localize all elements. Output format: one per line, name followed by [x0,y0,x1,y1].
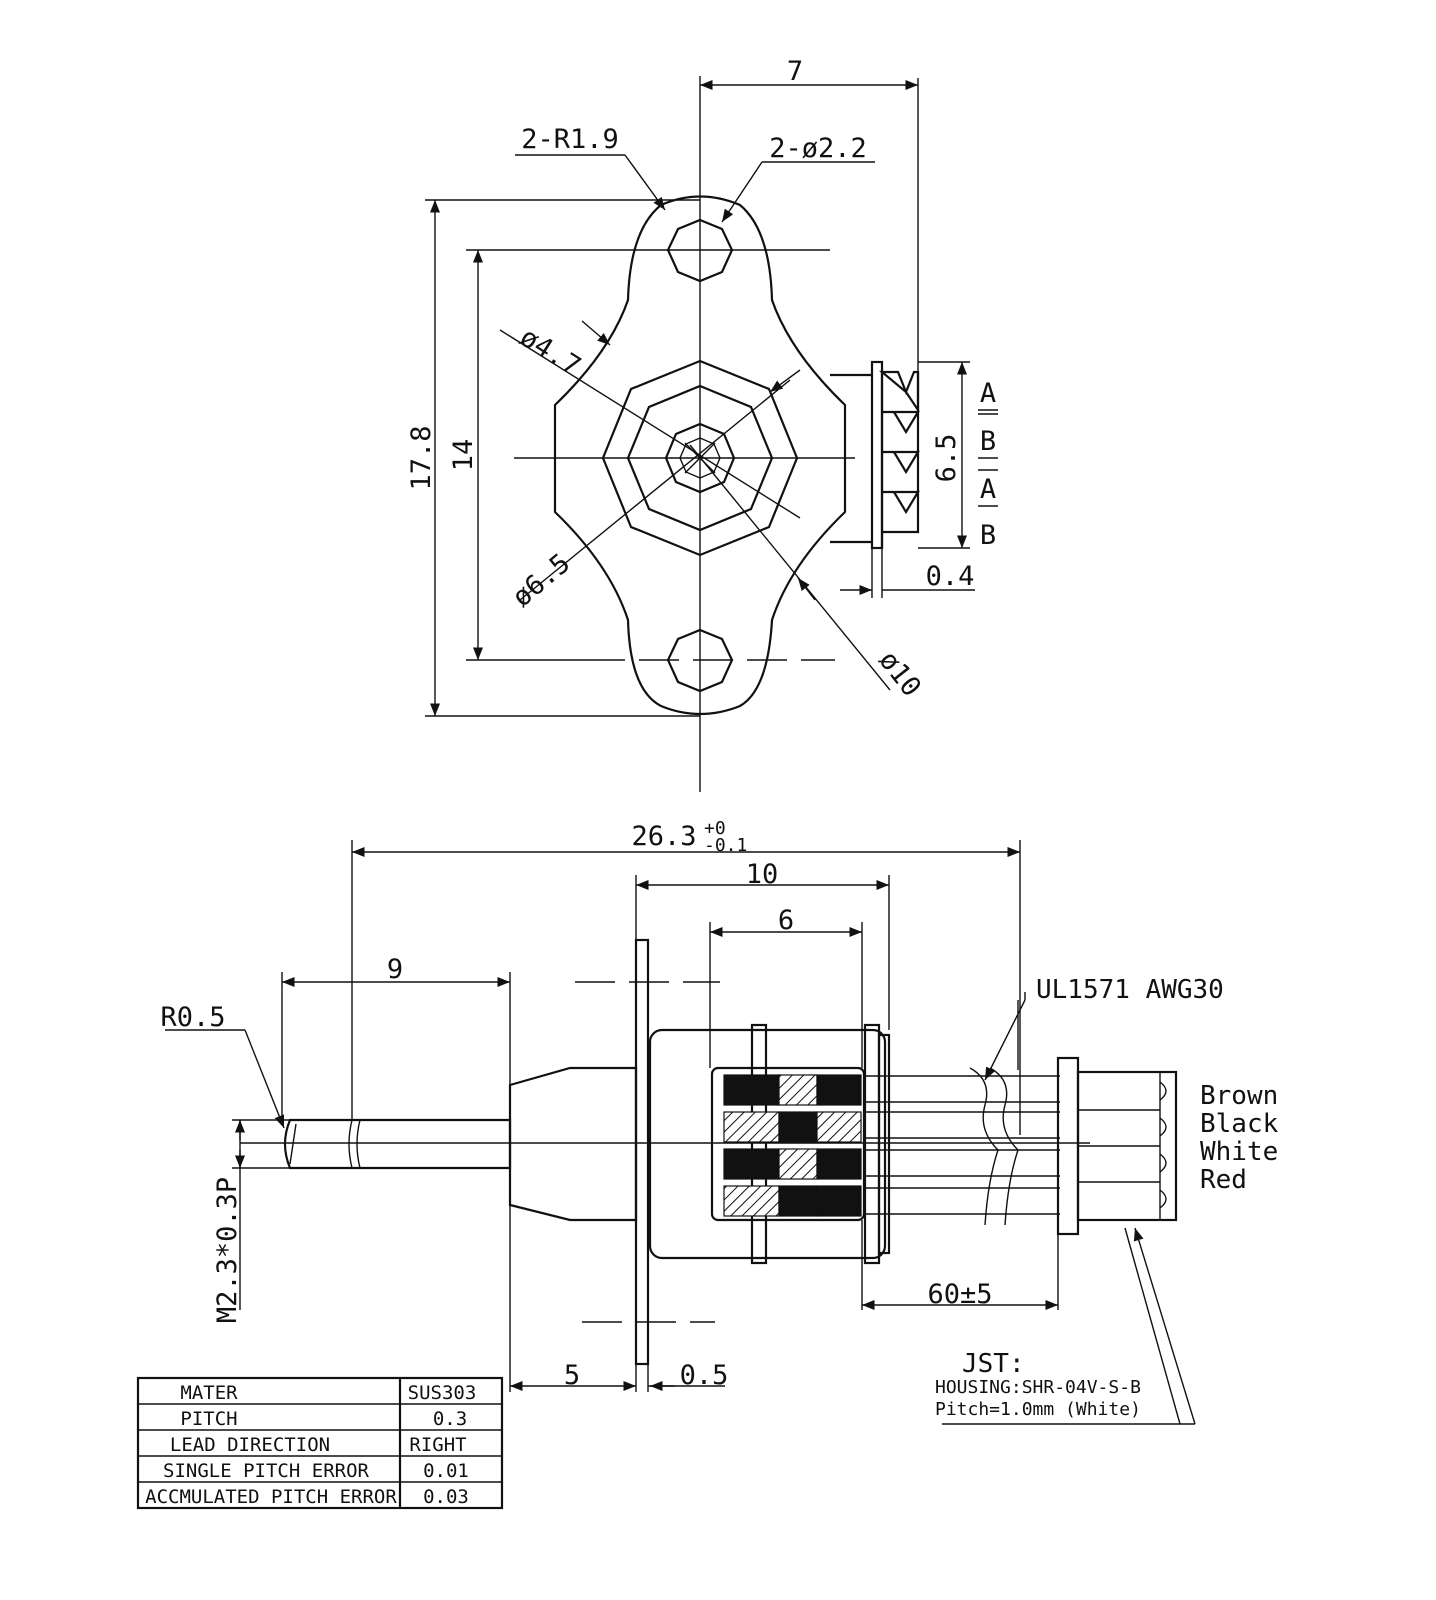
coil-length-label: 6 [778,905,794,936]
overall-height-label: 17.8 [406,425,437,490]
middle-ring [626,384,774,532]
flange-outline [553,195,847,716]
wire-spec-leader [984,999,1026,1081]
jst-connector [1056,1056,1178,1236]
spec-row-label: MATER [180,1382,238,1404]
overall-length-label: 26.3 [631,821,696,852]
dim-width-label: 7 [787,56,803,87]
top-mount-hole [666,218,734,283]
connector-housing: HOUSING:SHR-04V-S-B [935,1377,1141,1398]
spec-row-value: SUS303 [408,1382,477,1404]
top-view: 7 2-R1.9 2-ø2.2 ø4.7 ø6.5 ø10 17.8 14 6.… [406,56,998,792]
dia-4.7-leader [499,329,801,519]
pin-label-a2: A [980,474,996,505]
dia-6.5-leader [519,379,791,601]
terminal-span-label: 6.5 [931,434,962,483]
wire-color-red: Red [1200,1165,1247,1195]
pin-label-a1: A [980,378,996,409]
terminal-block [830,360,920,550]
wire-spec-label: UL1571 AWG30 [1036,975,1224,1005]
spec-row-value: 0.03 [423,1486,469,1508]
front-boss [508,1066,638,1222]
lead-length-label: 60±5 [927,1279,992,1310]
hole-spacing-label: 14 [448,439,479,472]
hole-radius-label: 2-R1.9 [521,124,619,155]
body-length-label: 10 [746,859,779,890]
hole-diameter-label: 2-ø2.2 [769,133,867,164]
pin-label-b2: B [980,520,996,551]
body-band-left [750,1023,768,1265]
spec-row-label: SINGLE PITCH ERROR [163,1460,369,1482]
motor-body [648,1028,887,1260]
outer-diameter-label: ø10 [872,645,926,703]
flange-thickness-label: 0.5 [680,1360,729,1391]
lead-screw [283,1118,512,1170]
connector-leader [1133,1227,1196,1425]
overall-length-tol-lower: -0.1 [704,835,747,856]
spec-table: MATER SUS303 PITCH 0.3 LEAD DIRECTION RI… [136,1376,504,1510]
tip-radius-leader [244,1029,285,1129]
pin-label-b1: B [980,426,996,457]
hole-dia-leader [721,161,763,223]
coil-windings [723,1074,862,1217]
spec-row-value: 0.3 [433,1408,467,1430]
spec-row-value: RIGHT [409,1434,466,1456]
thread-spec-label: M2.3*0.3P [212,1177,243,1323]
coil-block [710,1066,866,1222]
terminal-thickness-label: 0.4 [926,561,975,592]
wire-color-white: White [1200,1137,1278,1167]
overall-length-tol-upper: +0 [704,818,726,839]
spec-row-value: 0.01 [423,1460,469,1482]
spec-row-label: ACCMULATED PITCH ERROR [145,1486,397,1508]
end-cap [877,1033,891,1255]
body-band-right [863,1023,881,1265]
boss-length-label: 5 [564,1360,580,1391]
bottom-mount-hole [666,628,734,693]
mounting-flange [634,938,650,1366]
connector-title: JST: [962,1349,1025,1379]
lead-wires [864,1067,1060,1226]
shaft-ring [664,422,736,494]
screw-length-label: 9 [387,954,403,985]
connector-pitch: Pitch=1.0mm (White) [935,1399,1141,1420]
outer-ring [601,359,799,557]
tip-radius-label: R0.5 [160,1002,225,1033]
spec-row-label: LEAD DIRECTION [170,1434,330,1456]
mid-diameter-label: ø6.5 [507,548,577,614]
dia-10-leader [689,444,891,691]
wire-color-black: Black [1200,1109,1279,1139]
radius-leader [624,154,666,211]
inner-diameter-label: ø4.7 [514,322,586,383]
side-view: 26.3 +0 -0.1 10 6 9 R0.5 M2.3*0.3P UL157… [160,818,1279,1425]
spec-row-label: PITCH [180,1408,237,1430]
wire-color-brown: Brown [1200,1081,1278,1111]
shaft-core [679,437,721,479]
